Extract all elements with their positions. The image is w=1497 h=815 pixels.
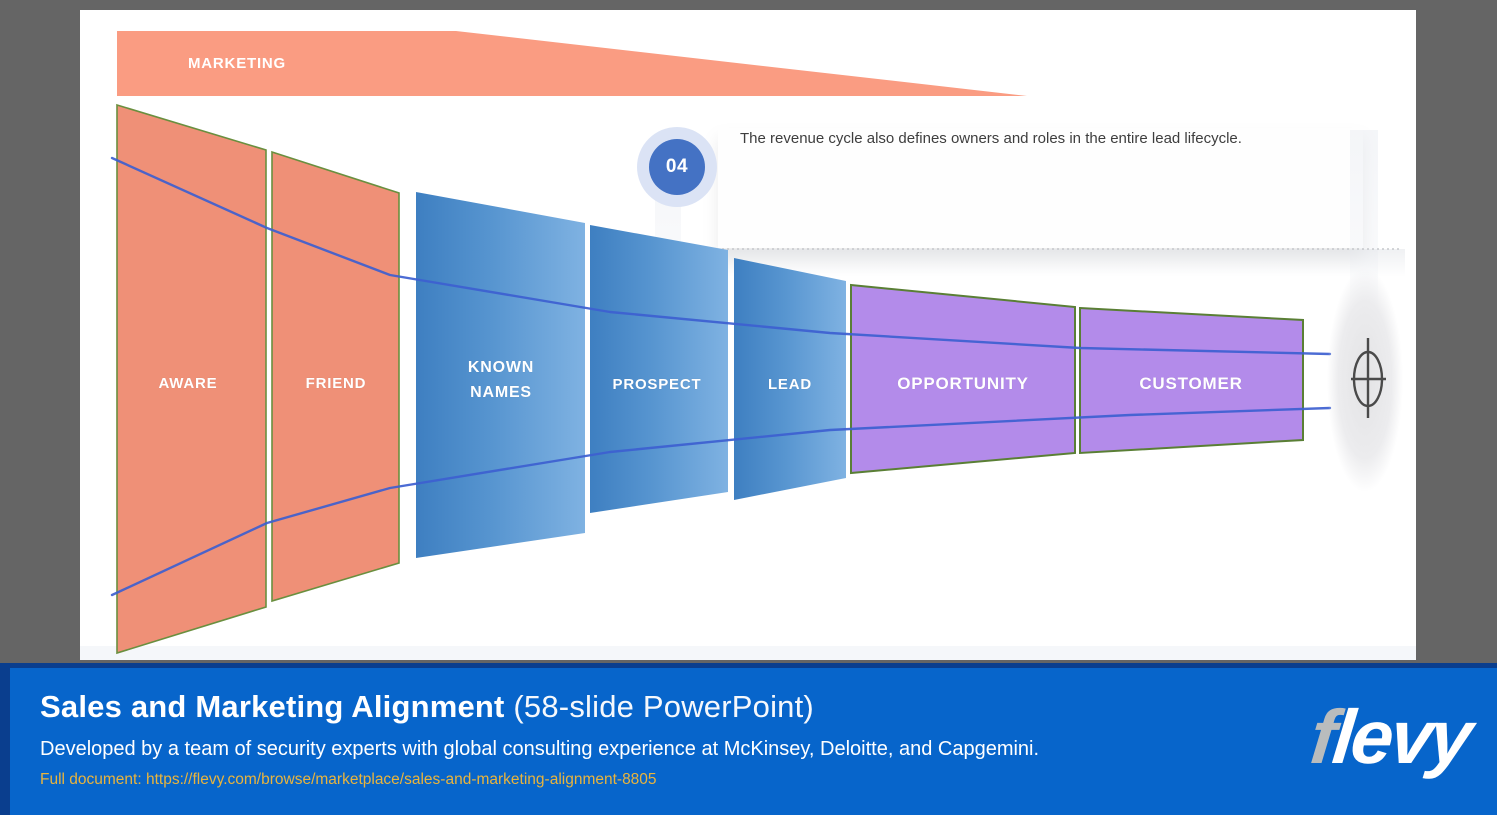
stage-shape-lead: [734, 258, 846, 500]
stage-shape-customer: [1079, 306, 1304, 455]
full-document-link-url: https://flevy.com/browse/marketplace/sal…: [145, 771, 657, 788]
document-title-suffix: (58-slide PowerPoint): [504, 689, 814, 724]
stage-shape-friend: [271, 150, 400, 603]
footer-bar-inner: Sales and Marketing Alignment (58-slide …: [10, 668, 1497, 815]
lens-crosshair-icon: [1351, 338, 1386, 418]
flow-line-lower: [110, 406, 1332, 597]
flevy-logo: flevy: [1306, 695, 1473, 780]
stage-label-customer: CUSTOMER: [1139, 374, 1243, 393]
stage-label-friend: FRIEND: [305, 375, 367, 392]
footer-bar: Sales and Marketing Alignment (58-slide …: [0, 663, 1497, 815]
note-number-badge: 04: [637, 127, 717, 207]
stage-label-known-names: KNOWN NAMES: [467, 359, 535, 401]
full-document-link[interactable]: Full document: https://flevy.com/browse/…: [40, 771, 657, 789]
bottom-shadow-band: [80, 646, 1416, 660]
stage-shape-known-names: [416, 192, 585, 558]
funnel-graphic: [80, 31, 1416, 660]
stage-shape-aware: [116, 103, 267, 655]
flevy-logo-levy: levy: [1328, 695, 1474, 780]
stage-label-opportunity: OPPORTUNITY: [897, 374, 1029, 393]
full-document-link-prefix: Full document:: [40, 771, 146, 788]
note-text: The revenue cycle also defines owners an…: [740, 130, 1242, 147]
note-card-background: [718, 128, 1363, 248]
marketing-banner-label: MARKETING: [188, 55, 287, 72]
note-number: 04: [649, 139, 705, 195]
stage-label-aware: AWARE: [158, 375, 218, 392]
stage-shape-prospect: [590, 225, 728, 513]
document-subtitle: Developed by a team of security experts …: [40, 738, 1040, 760]
flow-line-upper: [110, 156, 1332, 356]
stage-label-prospect: PROSPECT: [612, 376, 702, 393]
document-title: Sales and Marketing Alignment (58-slide …: [40, 689, 1497, 725]
slide-preview: MARKETING 04 The revenue cycle also defi…: [80, 10, 1416, 660]
stage-label-lead: LEAD: [767, 376, 813, 393]
shadow-band: [720, 249, 1405, 277]
document-title-main: Sales and Marketing Alignment: [40, 689, 505, 724]
marketing-banner-shape: [117, 31, 1027, 96]
